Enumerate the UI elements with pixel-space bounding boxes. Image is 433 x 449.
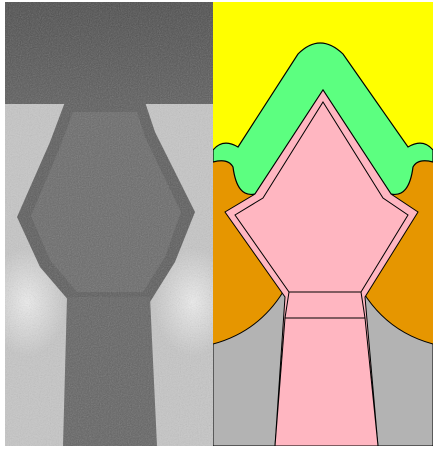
micrograph-svg: [5, 2, 213, 446]
micrograph-panel: [5, 2, 213, 446]
stem-outline: [275, 318, 378, 446]
micrograph-noise: [5, 2, 213, 446]
schematic-svg: [213, 2, 433, 446]
schematic-panel: [213, 2, 433, 446]
neck-block-outline: [285, 292, 365, 318]
